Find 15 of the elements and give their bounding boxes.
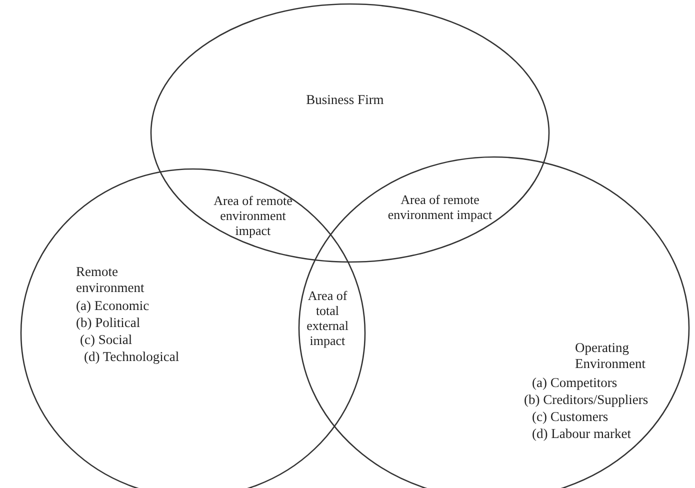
list-item: (d) Technological (84, 349, 180, 365)
circle-title: Remote environment (76, 264, 146, 296)
overlap-label: Area of remote environment impact (386, 192, 494, 222)
venn-circle (150, 3, 550, 263)
circle-title: Operating Environment (575, 340, 646, 372)
list-item: (d) Labour market (532, 426, 631, 442)
overlap-label: Area of total external impact (306, 288, 350, 348)
list-item: (b) Political (76, 315, 140, 331)
list-item: (c) Customers (532, 409, 608, 425)
list-item: (a) Economic (76, 298, 150, 314)
list-item: (c) Social (80, 332, 132, 348)
circle-title: Business Firm (305, 91, 385, 109)
list-item: (a) Competitors (532, 375, 618, 391)
overlap-label: Area of remote environment impact (212, 193, 294, 238)
list-item: (b) Creditors/Suppliers (524, 392, 648, 408)
